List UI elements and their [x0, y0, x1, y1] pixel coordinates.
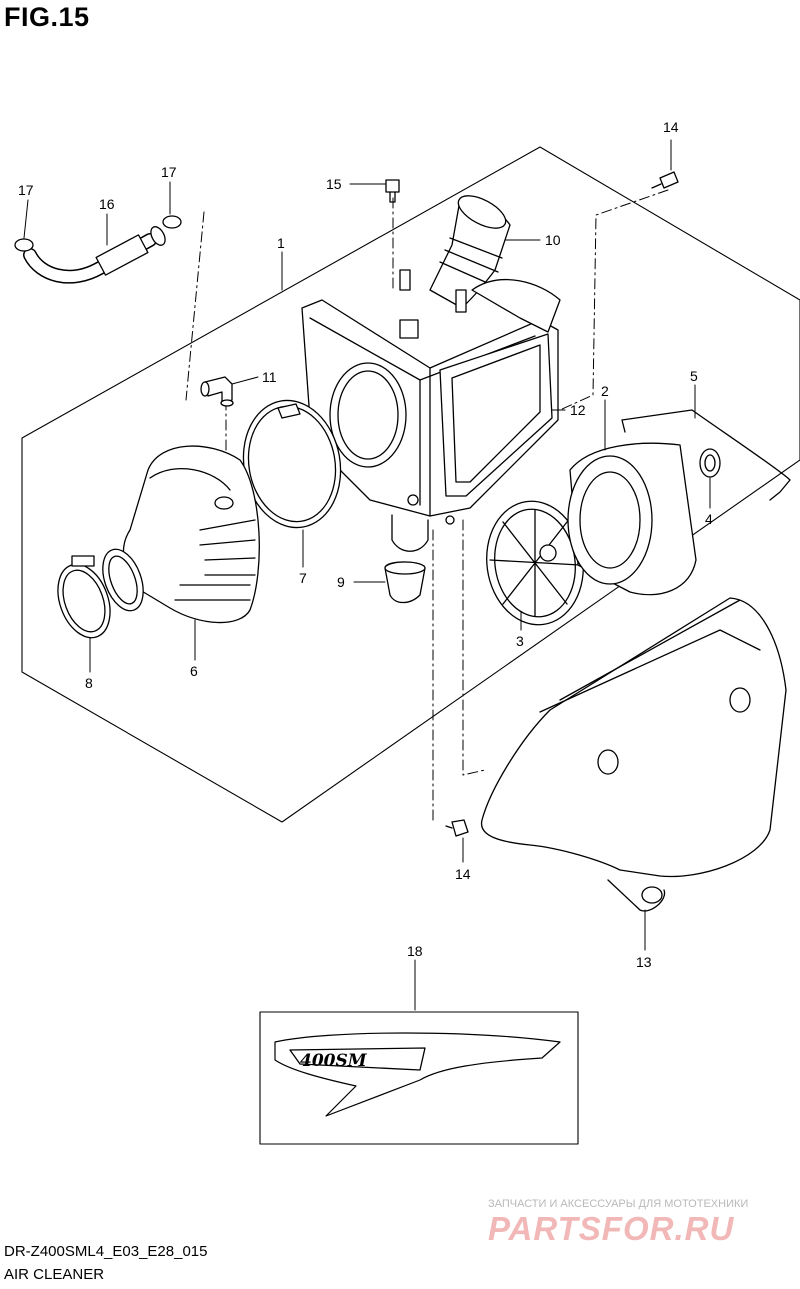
watermark-logo: PARTSFOR.RU	[488, 1210, 735, 1247]
bolt-14-upper	[651, 171, 679, 189]
ring-7	[242, 399, 342, 529]
callout-13: 13	[636, 954, 652, 970]
figure-name: AIR CLEANER	[4, 1266, 105, 1283]
leader-lines	[23, 139, 711, 1011]
breather-hose	[14, 215, 182, 284]
bolt-14-lower	[445, 819, 469, 837]
wire-clip-5	[621, 409, 791, 501]
callout-10: 10	[545, 232, 561, 248]
model-code: DR-Z400SML4_E03_E28_015	[4, 1243, 208, 1260]
filter-cage-3	[486, 500, 591, 626]
clamp-8	[57, 555, 111, 639]
callout-11: 11	[262, 369, 277, 385]
callout-18: 18	[407, 943, 423, 959]
callout-6: 6	[190, 663, 198, 679]
callout-7: 7	[299, 570, 307, 586]
airbox-housing	[301, 269, 561, 552]
filter-element-2	[567, 442, 697, 596]
callout-9: 9	[337, 574, 345, 590]
reference-lines	[185, 189, 669, 821]
callout-8: 8	[85, 675, 93, 691]
callout-15: 15	[326, 176, 342, 192]
callout-17-left: 17	[18, 182, 34, 198]
callout-12: 12	[570, 402, 586, 418]
callout-14-lower: 14	[455, 866, 471, 882]
assembly-outline	[21, 146, 800, 823]
watermark-tagline: ЗАПЧАСТИ И АКСЕССУАРЫ ДЛЯ МОТОТЕХНИКИ	[488, 1198, 749, 1210]
decal-18: 400SM	[274, 1032, 561, 1117]
callout-3: 3	[516, 633, 524, 649]
callout-2: 2	[601, 383, 609, 399]
callout-4: 4	[705, 511, 713, 527]
callout-14-upper: 14	[663, 119, 679, 135]
callout-5: 5	[690, 368, 698, 384]
decal-text: 400SM	[300, 1051, 368, 1071]
callout-17-right: 17	[161, 164, 177, 180]
elbow-fitting	[200, 376, 234, 407]
callout-16: 16	[99, 196, 115, 212]
callout-1: 1	[277, 235, 285, 251]
decal-frame	[259, 1011, 579, 1145]
intake-duct-6	[102, 445, 260, 624]
figure-title: FIG.15	[4, 2, 90, 32]
bolt-15	[385, 179, 400, 203]
washer-4	[699, 448, 721, 478]
grommet-9	[384, 561, 426, 604]
side-cover-13	[480, 597, 787, 912]
callout-labels: 1 2 3 4 5 6 7 8 9 10 11 12 13 14 14 15 1…	[18, 119, 713, 970]
